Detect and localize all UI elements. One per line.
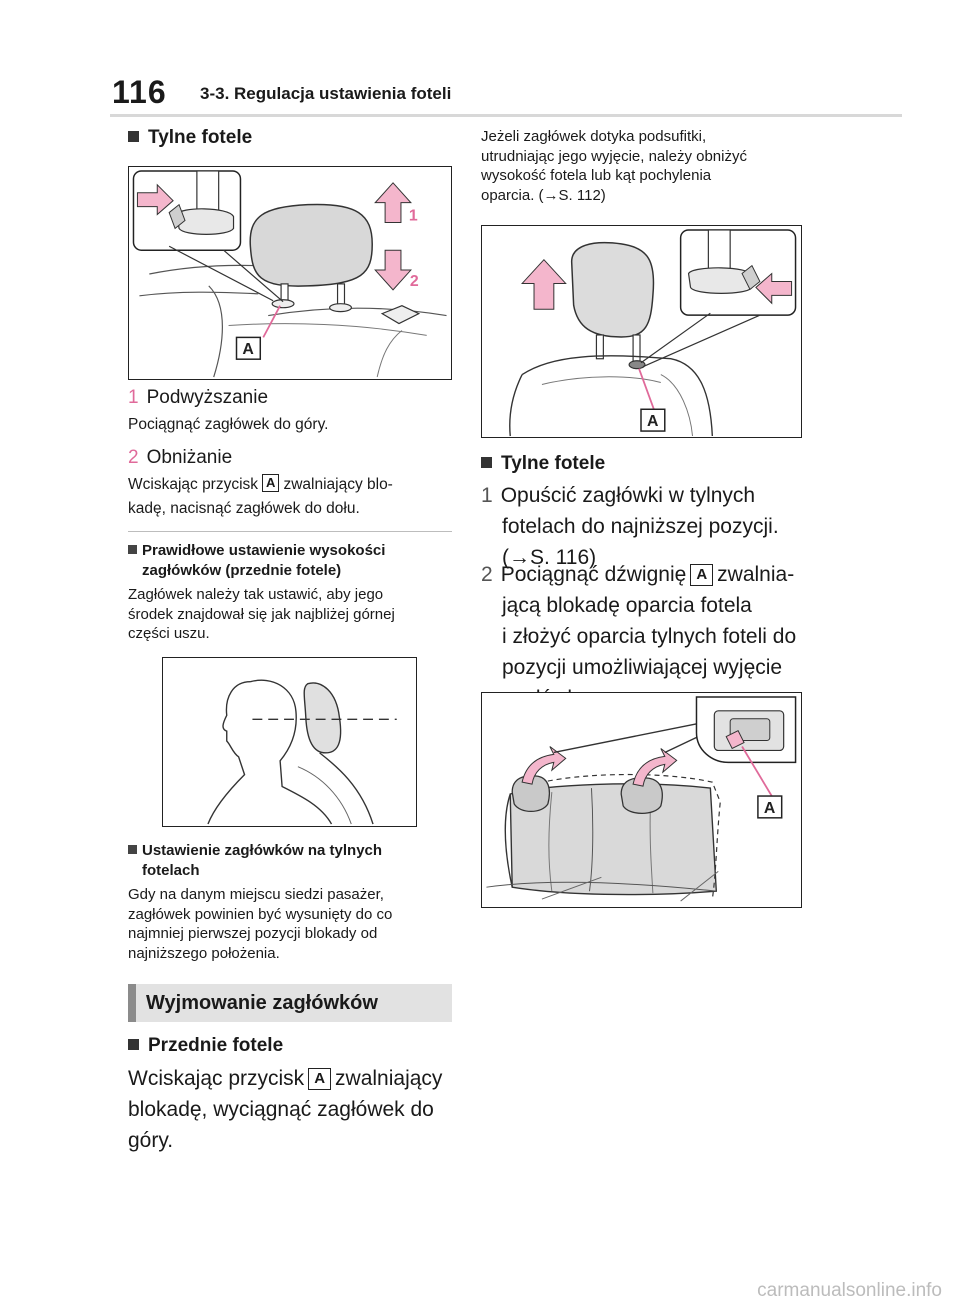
rear-seat-fold-illustration: A bbox=[486, 696, 797, 902]
step2-desc-line2: kadę, nacisnąć zagłówek do dołu. bbox=[128, 500, 360, 517]
front-adjust-heading: Prawidłowe ustawienie wysokości zagłówkó… bbox=[128, 541, 385, 581]
label-release-lever: A bbox=[764, 800, 776, 817]
badge-a: A bbox=[690, 564, 714, 586]
bullet-square-icon bbox=[128, 131, 139, 142]
bullet-square-icon bbox=[128, 845, 137, 854]
label-down: 2 bbox=[410, 273, 419, 290]
bullet-square-icon bbox=[128, 545, 137, 554]
figure-head-position bbox=[162, 657, 417, 827]
front-headrest-illustration: A bbox=[509, 229, 797, 437]
rear-adjust-heading: Ustawienie zagłówków na tylnych fotelach bbox=[128, 841, 382, 881]
bullet-square-icon bbox=[481, 457, 492, 468]
label-release-button: A bbox=[647, 413, 659, 430]
section-heading-removal: Wyjmowanie zagłówków bbox=[128, 984, 452, 1022]
label-release-button: A bbox=[242, 341, 254, 358]
bullet-square-icon bbox=[128, 1039, 139, 1050]
front-adjust-text: Zagłówek należy tak ustawić, aby jego śr… bbox=[128, 586, 395, 642]
page-number: 116 bbox=[112, 74, 167, 110]
watermark: carmanualsonline.info bbox=[757, 1280, 942, 1301]
rear-seats-removal-heading: Tylne fotele bbox=[481, 453, 605, 475]
badge-a: A bbox=[308, 1068, 332, 1090]
figure-rear-seat-fold: A bbox=[481, 692, 802, 908]
badge-a: A bbox=[262, 474, 280, 492]
section-divider bbox=[128, 531, 452, 532]
rear-headrest-illustration: 1 2 A bbox=[132, 170, 447, 378]
head-profile-illustration bbox=[207, 679, 397, 825]
label-up: 1 bbox=[409, 207, 418, 224]
figure-front-headrest-removal: A bbox=[481, 225, 802, 438]
front-seats-heading: Przednie fotele bbox=[128, 1035, 283, 1057]
figure-rear-headrest-adjust: 1 2 A bbox=[128, 166, 452, 380]
step1-desc: Pociągnąć zagłówek do góry. bbox=[128, 416, 329, 433]
chapter-title: 3-3. Regulacja ustawienia foteli bbox=[200, 84, 452, 103]
rear-seats-heading: Tylne fotele bbox=[128, 127, 252, 149]
rear-adjust-text: Gdy na danym miejscu siedzi pasażer, zag… bbox=[128, 886, 393, 962]
header-rule bbox=[110, 114, 902, 117]
ceiling-note: Jeżeli zagłówek dotyka podsufitki, utrud… bbox=[481, 128, 747, 204]
